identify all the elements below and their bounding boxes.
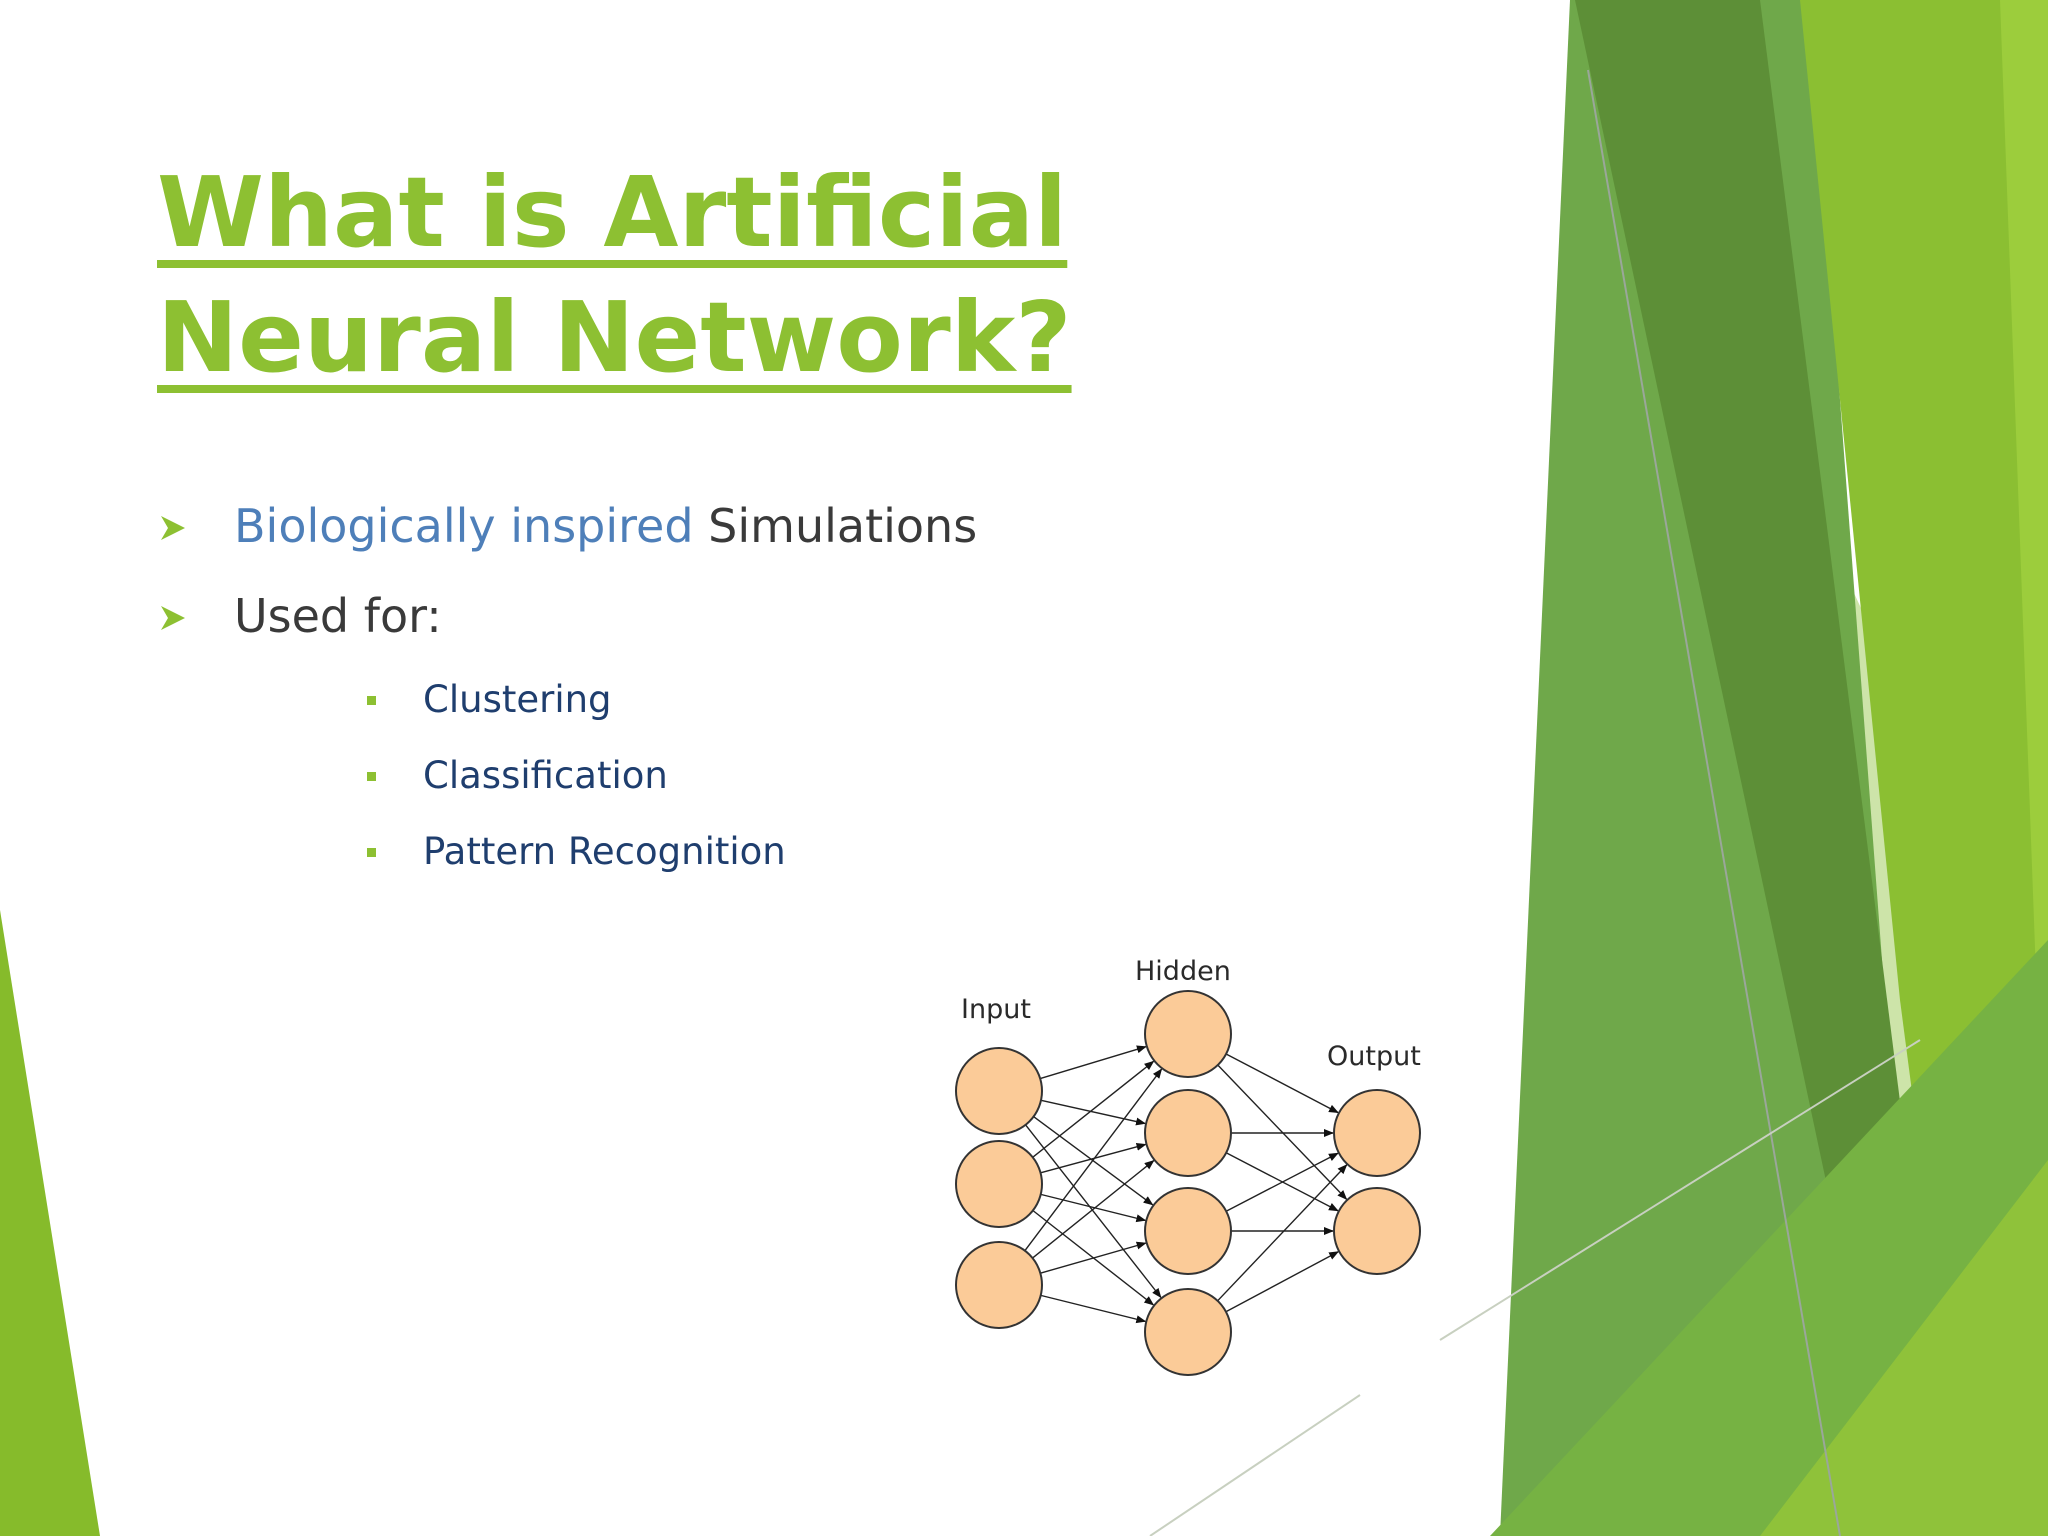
- connection-edge: [1040, 1294, 1147, 1324]
- thin-line-3: [1149, 1394, 1361, 1536]
- bottom-lime-wedge: [1760, 1160, 2048, 1536]
- sub-bullet-text: Clustering: [423, 678, 612, 721]
- connection-edge: [1032, 1159, 1155, 1259]
- square-bullet-icon: [367, 848, 376, 857]
- connection-edge: [1024, 1068, 1163, 1252]
- bullet-text: Used for:: [234, 580, 442, 652]
- connection-edge: [1225, 1152, 1339, 1212]
- arrow-bullet-icon: [161, 606, 185, 630]
- bullet-list: Biologically inspired Simulations Used f…: [157, 490, 977, 898]
- connection-edge: [1040, 1099, 1147, 1126]
- arrow-bullet-icon: [161, 516, 185, 540]
- left-green-strip: [0, 910, 100, 1536]
- input-node: [955, 1047, 1043, 1135]
- square-bullet-icon: [367, 696, 376, 705]
- hidden-node: [1144, 990, 1232, 1078]
- hidden-layer-label: Hidden: [1135, 956, 1231, 987]
- connection-edge: [1217, 1164, 1348, 1302]
- sub-bullet-text: Pattern Recognition: [423, 830, 786, 873]
- connection-edge: [1040, 1241, 1147, 1274]
- network-nodes: [955, 990, 1421, 1376]
- output-node: [1333, 1187, 1421, 1275]
- connection-edge: [1039, 1045, 1147, 1080]
- connection-edge: [1024, 1124, 1162, 1299]
- input-layer-label: Input: [961, 994, 1031, 1025]
- bullet-text: Biologically inspired Simulations: [234, 490, 977, 562]
- connection-edge: [1225, 1251, 1340, 1313]
- bullet-rest: Used for:: [234, 589, 442, 643]
- input-node: [955, 1140, 1043, 1228]
- sub-bullet-text: Classification: [423, 754, 668, 797]
- output-node: [1333, 1089, 1421, 1177]
- thin-line-2: [1439, 1039, 1921, 1341]
- bullet-rest: Simulations: [693, 499, 978, 553]
- input-node: [955, 1241, 1043, 1329]
- right-dark-green-band: [1575, 0, 1910, 1200]
- bullet-item-2: Used for:: [157, 580, 442, 670]
- neural-network-diagram: Input Hidden Output: [955, 956, 1421, 1376]
- output-layer-label: Output: [1327, 1041, 1421, 1072]
- network-edges: [1024, 1045, 1348, 1324]
- connection-edge: [1040, 1142, 1147, 1174]
- bullet-highlight: Biologically inspired: [234, 499, 694, 553]
- hidden-node: [1144, 1288, 1232, 1376]
- connection-edge: [1225, 1053, 1339, 1114]
- connection-edge: [1040, 1193, 1147, 1223]
- hidden-node: [1144, 1089, 1232, 1177]
- slide-title: What is Artificial Neural Network?: [157, 156, 1072, 394]
- bullet-item-1: Biologically inspired Simulations: [157, 490, 977, 580]
- connection-edge: [1217, 1064, 1348, 1200]
- connection-edge: [1032, 1060, 1155, 1158]
- thin-line-1: [1587, 69, 1841, 1536]
- square-bullet-icon: [367, 772, 376, 781]
- hidden-node: [1144, 1187, 1232, 1275]
